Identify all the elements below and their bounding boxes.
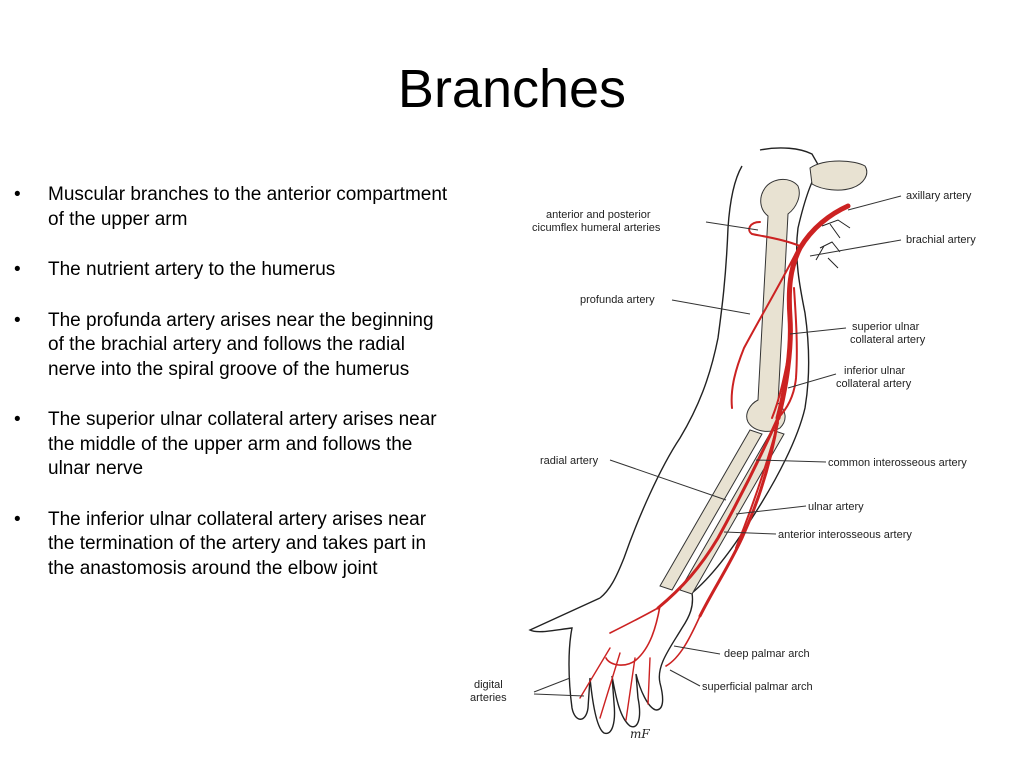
bone-shoulder bbox=[809, 160, 868, 191]
label-inferior-ulnar-line1: inferior ulnar bbox=[844, 365, 905, 377]
bullet-text: Muscular branches to the anterior compar… bbox=[48, 184, 448, 230]
label-radial-artery: radial artery bbox=[540, 455, 599, 467]
arm-artery-diagram: axillary artery anterior and posterior c… bbox=[470, 147, 976, 741]
label-digital-line2: arteries bbox=[470, 692, 507, 704]
label-ulnar-artery: ulnar artery bbox=[808, 501, 864, 513]
label-superficial-palmar-arch: superficial palmar arch bbox=[702, 681, 813, 693]
label-superior-ulnar-line1: superior ulnar bbox=[852, 321, 920, 333]
illustrator-signature: mF bbox=[630, 727, 650, 741]
label-profunda-artery: profunda artery bbox=[580, 294, 655, 306]
label-brachial-artery: brachial artery bbox=[906, 234, 976, 246]
artery-network bbox=[579, 203, 851, 721]
bullet-dot: • bbox=[14, 309, 21, 331]
label-circumflex-line2: cicumflex humeral arteries bbox=[532, 222, 661, 234]
label-inferior-ulnar-line2: collateral artery bbox=[836, 378, 912, 390]
bullet-dot: • bbox=[14, 184, 21, 205]
nerve-branches bbox=[815, 219, 851, 269]
bullet-dot: • bbox=[14, 508, 21, 530]
bullet-text: The superior ulnar collateral artery ari… bbox=[48, 409, 437, 479]
bullet-item: • The nutrient artery to the humerus bbox=[14, 258, 454, 283]
label-common-interosseous: common interosseous artery bbox=[828, 457, 967, 469]
bone-forearm bbox=[659, 429, 785, 595]
label-superior-ulnar-line2: collateral artery bbox=[850, 334, 926, 346]
label-circumflex-line1: anterior and posterior bbox=[546, 209, 651, 221]
bullet-dot: • bbox=[14, 259, 21, 280]
bullet-item: • Muscular branches to the anterior compa… bbox=[14, 183, 454, 232]
leader-lines bbox=[533, 195, 902, 697]
bullet-item: • The superior ulnar collateral artery ar… bbox=[14, 408, 454, 482]
label-deep-palmar-arch: deep palmar arch bbox=[724, 648, 810, 660]
label-axillary-artery: axillary artery bbox=[906, 190, 972, 202]
bullet-list: • Muscular branches to the anterior compa… bbox=[14, 183, 454, 607]
bullet-dot: • bbox=[14, 409, 21, 430]
slide-title: Branches bbox=[397, 59, 627, 119]
bullet-text: The inferior ulnar collateral artery ari… bbox=[48, 508, 427, 579]
label-anterior-interosseous: anterior interosseous artery bbox=[778, 529, 912, 541]
bullet-item: • The inferior ulnar collateral artery ar… bbox=[14, 508, 454, 582]
label-digital-line1: digital bbox=[474, 679, 503, 691]
bone-humerus bbox=[746, 179, 800, 432]
bullet-text: The nutrient artery to the humerus bbox=[48, 259, 336, 280]
hand-outline bbox=[528, 592, 694, 735]
bullet-item: • The profunda artery arises near the beg… bbox=[14, 309, 454, 383]
bullet-text: The profunda artery arises near the begi… bbox=[48, 309, 434, 380]
